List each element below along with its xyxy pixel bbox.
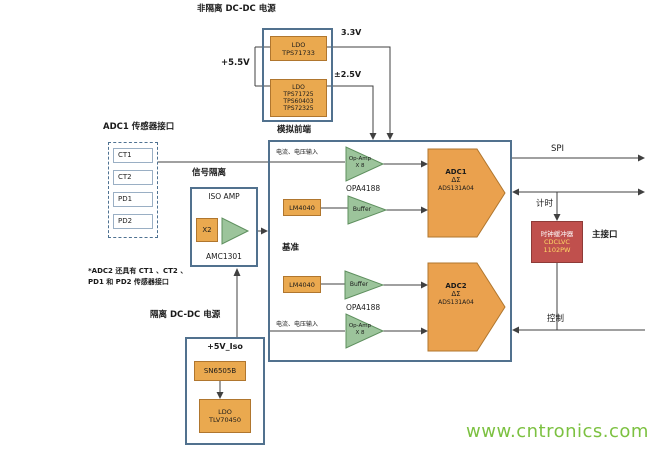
sensor-interface-title: ADC1 传感器接口	[103, 122, 175, 132]
opamp2-part-label: OPA4188	[346, 303, 381, 312]
ldo2-name: LDO	[292, 84, 305, 91]
sensor-footnote-line2: PD1 和 PD2 传感器接口	[88, 277, 169, 286]
control-label: 控制	[547, 314, 565, 324]
opamp2-triangle	[345, 313, 385, 349]
adc2-text: ADC2 ΔΣ ADS131A04	[429, 282, 483, 306]
ldo2-part-1: TPS71725	[283, 91, 314, 98]
iso-ldo-part: TLV70450	[208, 416, 241, 424]
adc2-type: ΔΣ	[451, 290, 461, 299]
arrow-bus-left	[512, 188, 519, 196]
afe-input-label-bottom: 电流、电压输入	[276, 321, 319, 328]
sensor-footnote: *ADC2 还具有 CT1 、CT2 、 PD1 和 PD2 传感器接口	[88, 266, 187, 287]
sensor-interface-box	[108, 142, 158, 238]
afe-input-label-top: 电流、电压输入	[276, 149, 319, 156]
buffer2-text: Buffer	[349, 281, 369, 288]
iso-amp-label: ISO AMP	[208, 192, 240, 201]
buffer1-triangle	[347, 195, 388, 225]
arrow-opamp2-to-adc2	[421, 327, 428, 335]
opamp2-text: Op-Amp X 8	[344, 323, 376, 336]
arrow-iso-to-afe	[261, 227, 268, 235]
adc1-type: ΔΣ	[451, 176, 461, 185]
adc2-name: ADC2	[445, 282, 467, 290]
adc1-text: ADC1 ΔΣ ADS131A04	[429, 168, 483, 192]
nonisolated-power-title: 非隔离 DC-DC 电源	[197, 4, 276, 14]
iso-ldo-name: LDO	[218, 408, 232, 416]
sensor-item-pd2: PD2	[113, 214, 153, 229]
adc2-block	[427, 262, 506, 352]
iso-amp-part-label: AMC1301	[206, 252, 242, 261]
adc-shapes	[427, 148, 506, 352]
nonisolated-power-box	[262, 28, 333, 122]
iso-gain-block: X2	[196, 218, 218, 242]
arrow-25v-down	[369, 133, 377, 140]
amplifier-shapes	[221, 146, 388, 349]
ldo2-part-3: TPS72325	[283, 105, 314, 112]
arrow-buffer2-to-adc2	[421, 281, 428, 289]
isolated-power-title: 隔离 DC-DC 电源	[150, 310, 221, 320]
isolated-power-box	[185, 337, 265, 445]
opamp2-line1: Op-Amp	[348, 323, 372, 329]
iso-ldo-block: LDO TLV70450	[199, 399, 251, 433]
iso-gain-label: X2	[202, 226, 212, 234]
ldo2-block: LDO TPS71725 TPS60403 TPS72325	[270, 79, 327, 117]
sn6505b-block: SN6505B	[194, 361, 246, 381]
lm4040-1-block: LM4040	[283, 199, 321, 216]
buffer2-triangle	[344, 270, 385, 300]
site-watermark: www.cntronics.com	[466, 421, 649, 442]
arrow-buffer1-to-adc1	[421, 206, 428, 214]
timing-label: 计时	[536, 199, 554, 209]
signal-isolation-box	[190, 187, 258, 267]
sn6505b-part: SN6505B	[203, 367, 237, 375]
arrow-into-clock	[553, 214, 561, 221]
opamp1-line2: X 8	[355, 162, 365, 169]
iso-5v-label: +5V_Iso	[207, 342, 243, 351]
reference-label: 基准	[282, 243, 300, 253]
connector-lines	[158, 46, 645, 392]
afe-box	[268, 140, 512, 362]
sensor-item-ct1: CT1	[113, 148, 153, 163]
opamp1-text: Op-Amp X 8	[344, 156, 376, 169]
clock-buffer-block: 时钟缓冲器 CDCLVC 1102PW	[531, 221, 583, 263]
ldo1-part: TPS71733	[282, 48, 315, 57]
sensor-footnote-line1: *ADC2 还具有 CT1 、CT2 、	[88, 267, 188, 275]
adc2-part: ADS131A04	[438, 298, 474, 306]
ldo2-part-2: TPS60403	[283, 98, 314, 105]
ldo1-block: LDO TPS71733	[270, 36, 327, 61]
arrowheads	[216, 133, 645, 399]
sensor-item-pd1: PD1	[113, 192, 153, 207]
adc1-part: ADS131A04	[438, 184, 474, 192]
opamp2-line2: X 8	[355, 329, 365, 336]
arrow-bus-right	[638, 188, 645, 196]
arrow-sn6505b-to-ldo	[216, 392, 224, 399]
arrow-isopwr-up	[233, 268, 241, 276]
opamp1-part-label: OPA4188	[346, 184, 381, 193]
rail-3v3-label: 3.3V	[341, 28, 362, 37]
rail-2v5-label: ±2.5V	[334, 70, 362, 79]
clock-buffer-part1: CDCLVC	[544, 237, 570, 246]
clock-buffer-part2: 1102PW	[543, 246, 571, 255]
lm4040-1-part: LM4040	[289, 203, 315, 212]
lm4040-2-part: LM4040	[289, 280, 315, 289]
arrow-spi-right	[638, 154, 645, 162]
input-5v5-label: +5.5V	[221, 58, 250, 68]
afe-title: 模拟前端	[277, 125, 312, 135]
lm4040-2-block: LM4040	[283, 276, 321, 293]
clock-buffer-name: 时钟缓冲器	[540, 229, 574, 238]
main-interface-label: 主接口	[592, 230, 618, 240]
arrow-opamp1-to-adc1	[421, 160, 428, 168]
sensor-item-ct2: CT2	[113, 170, 153, 185]
adc1-block	[427, 148, 506, 238]
iso-amp-triangle	[221, 217, 250, 245]
ldo1-name: LDO	[291, 40, 306, 49]
buffer1-text: Buffer	[352, 206, 372, 213]
arrow-33v-down	[386, 133, 394, 140]
opamp1-line1: Op-Amp	[348, 156, 372, 162]
signal-isolation-title: 信号隔离	[192, 168, 227, 178]
opamp1-triangle	[345, 146, 385, 182]
arrow-control-left	[512, 326, 519, 334]
adc1-name: ADC1	[445, 168, 467, 176]
spi-label: SPI	[551, 144, 565, 154]
